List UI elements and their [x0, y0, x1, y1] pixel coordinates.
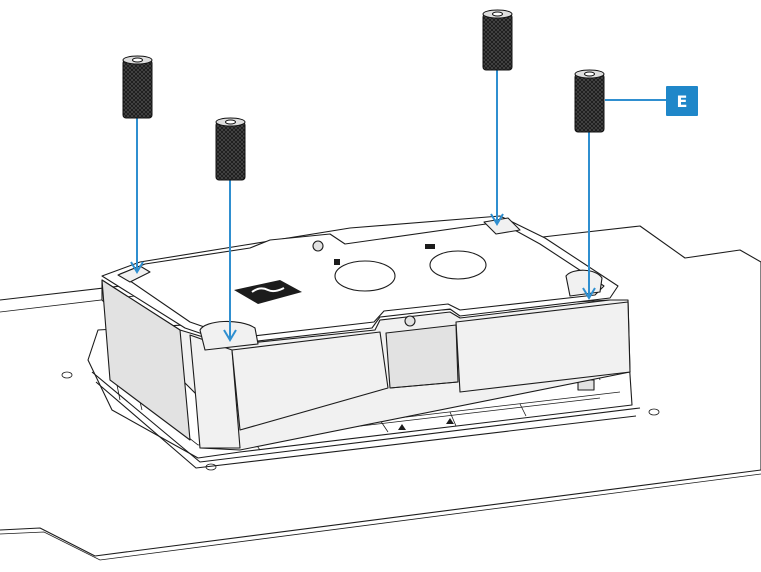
arrow-3	[490, 70, 504, 226]
knurled-standoff-icon	[215, 117, 246, 181]
standoff-4	[574, 69, 605, 133]
standoff-1	[122, 55, 153, 119]
module-housing	[101, 215, 631, 451]
arrow-group	[130, 70, 666, 342]
standoff-2	[215, 117, 246, 181]
arrow-2	[223, 180, 237, 342]
callout-label-e: E	[666, 86, 698, 116]
knurled-standoff-icon	[122, 55, 153, 119]
knurled-standoff-icon	[482, 9, 513, 71]
knurled-standoff-icon	[574, 69, 605, 133]
standoff-3	[482, 9, 513, 71]
arrow-1	[130, 118, 144, 274]
module-logo-icon	[234, 280, 302, 304]
arrow-4	[582, 132, 596, 300]
